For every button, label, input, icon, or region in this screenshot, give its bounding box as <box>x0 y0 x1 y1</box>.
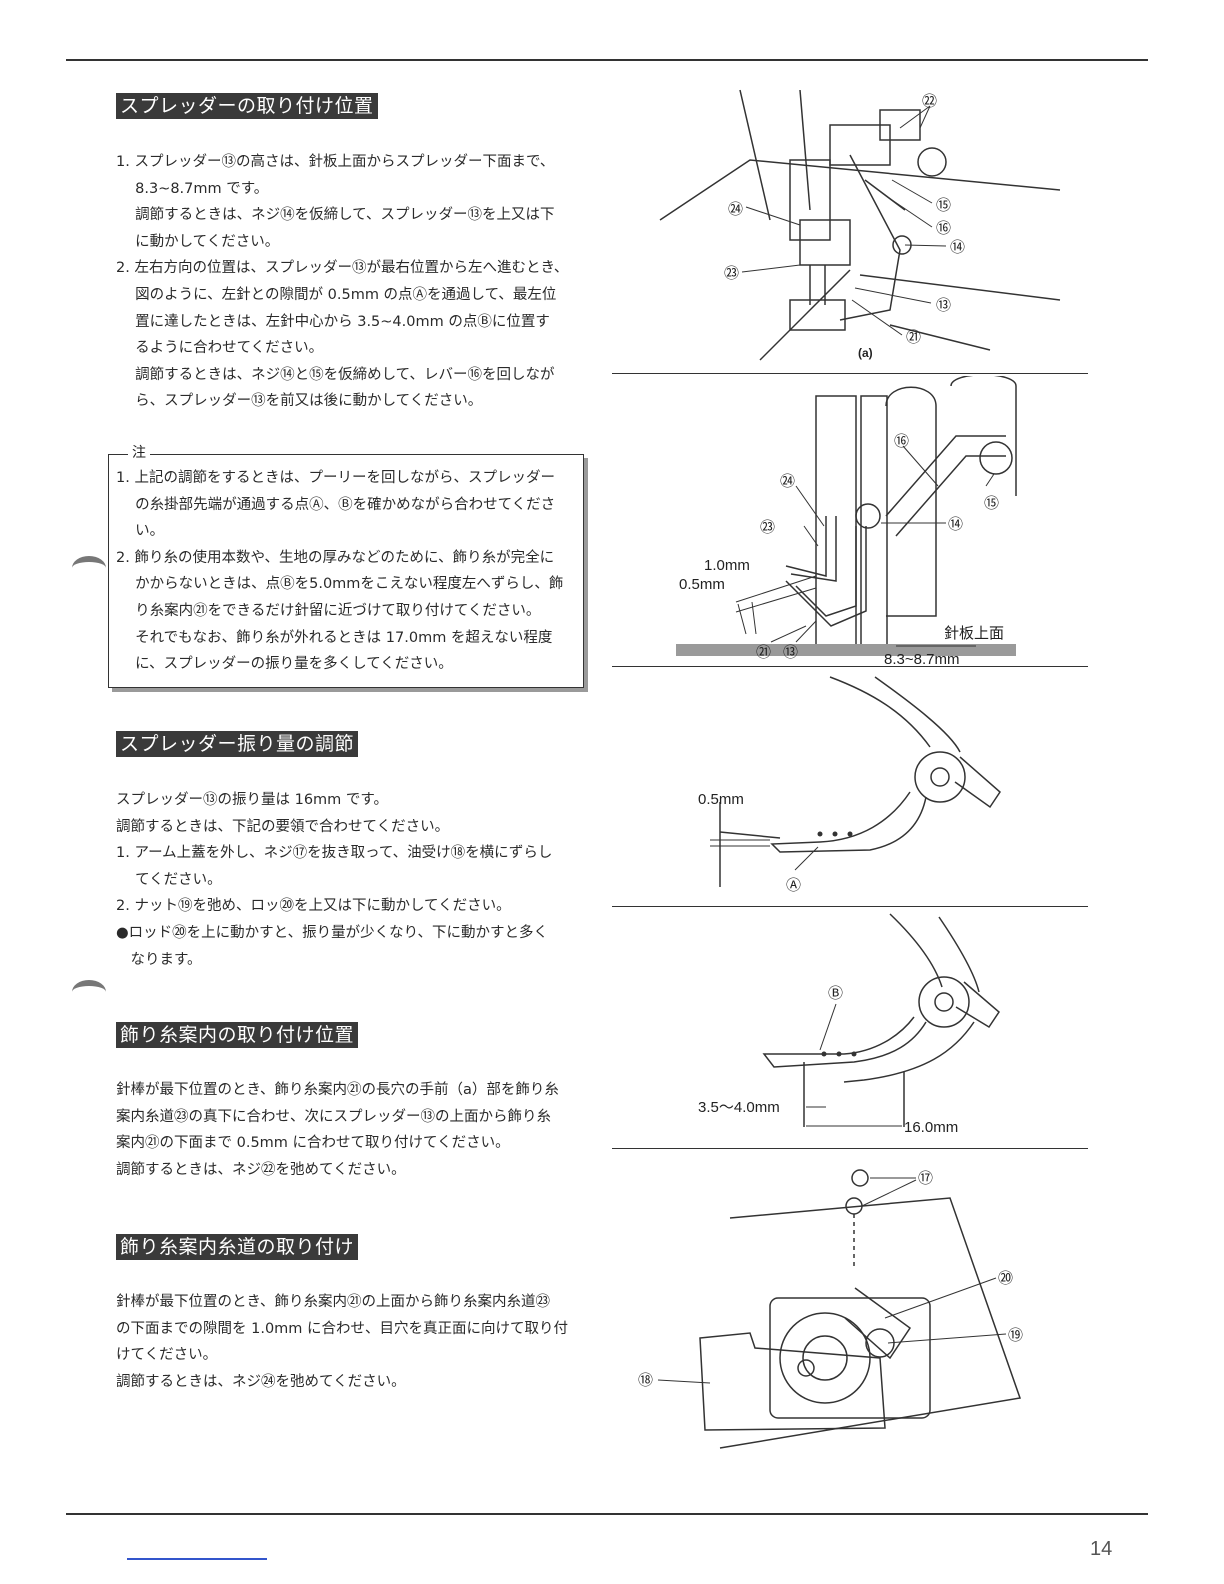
binding-hole-mark <box>72 556 106 580</box>
spreader-point-b-diagram: Ⓑ 3.5～4.0mm 16.0mm <box>698 913 1000 1136</box>
dim-3-5-4-0mm: 3.5～4.0mm <box>698 1099 780 1116</box>
callout-16: ⑯ <box>894 433 909 450</box>
text-line: 2. 左右方向の位置は、スプレッダー⑬が最右位置から左へ進むとき、 <box>116 260 569 277</box>
text-line: 1. スプレッダー⑬の高さは、針板上面からスプレッダー下面まで、 <box>116 154 555 170</box>
top-rule <box>66 59 1148 61</box>
figure-spreader-overview: ㉒ ㉔ ⑮ ⑯ ⑭ ㉓ ⑬ ㉑ (a) <box>640 70 1080 370</box>
bottom-rule <box>66 1513 1148 1515</box>
text-line: い。 <box>116 523 165 540</box>
callout-20: ⑳ <box>998 1270 1013 1287</box>
figure-stroke-adjustment: ⑰ ⑳ ⑲ ⑱ <box>630 1158 1050 1463</box>
callout-point-a: Ⓐ <box>786 877 801 894</box>
section-text-thread-guide-position: 針棒が最下位置のとき、飾り糸案内㉑の長穴の手前（a）部を飾り糸 案内糸道㉓の真下… <box>116 1077 586 1183</box>
section-heading-spreader-stroke: スプレッダー振り量の調節 <box>116 731 359 757</box>
figure-separator <box>612 1148 1088 1149</box>
section-heading-thread-guide-path: 飾り糸案内糸道の取り付け <box>116 1234 359 1260</box>
text-line: スプレッダー⑬の振り量は 16mm です。 <box>116 792 388 808</box>
section-text-spreader-stroke: スプレッダー⑬の振り量は 16mm です。 調節するときは、下記の要領で合わせて… <box>116 787 586 973</box>
stroke-adjustment-diagram: ⑰ ⑳ ⑲ ⑱ <box>638 1169 1023 1449</box>
callout-15: ⑮ <box>984 495 999 512</box>
text-line: るように合わせてください。 <box>116 340 324 357</box>
note-box <box>108 454 584 688</box>
section-text-thread-guide-path: 針棒が最下位置のとき、飾り糸案内㉑の上面から飾り糸案内糸道㉓ の下面までの隙間を… <box>116 1289 586 1395</box>
text-line: に動かしてください。 <box>116 233 280 250</box>
text-line: 調節するときは、ネジ㉔を弛めてください。 <box>116 1373 406 1390</box>
callout-16: ⑯ <box>936 220 951 237</box>
text-line: 8.3~8.7mm です。 <box>116 180 269 197</box>
callout-a: (a) <box>858 346 873 360</box>
text-line: の下面までの隙間を 1.0mm に合わせ、目穴を真正面に向けて取り付 <box>116 1320 569 1337</box>
text-line: 1. 上記の調節をするときは、プーリーを回しながら、スプレッダー <box>116 470 555 486</box>
text-line: ●ロッド⑳を上に動かすと、振り量が少くなり、下に動かすと多く <box>116 924 548 941</box>
dim-16-0mm: 16.0mm <box>904 1119 958 1136</box>
text-line: なります。 <box>116 951 202 968</box>
callout-21: ㉑ <box>756 644 771 661</box>
text-line: 針棒が最下位置のとき、飾り糸案内㉑の上面から飾り糸案内糸道㉓ <box>116 1294 550 1310</box>
page-number: 14 <box>1090 1538 1113 1560</box>
text-line: 2. ナット⑲を弛め、ロッ⑳を上又は下に動かしてください。 <box>116 898 511 915</box>
note-text: 1. 上記の調節をするときは、プーリーを回しながら、スプレッダー の糸掛部先端が… <box>116 465 576 678</box>
text-line: 置に達したときは、左針中心から 3.5~4.0mm の点Ⓑに位置す <box>116 313 550 330</box>
text-line: の糸掛部先端が通過する点Ⓐ、Ⓑを確かめながら合わせてくださ <box>116 496 556 513</box>
callout-14: ⑭ <box>948 516 963 533</box>
text-line: 調節するときは、ネジ㉒を弛めてください。 <box>116 1161 406 1178</box>
text-line: それでもなお、飾り糸が外れるときは 17.0mm を超えない程度 <box>116 629 553 646</box>
callout-23: ㉓ <box>760 519 775 536</box>
note-label: 注 <box>128 443 150 463</box>
text-line: り糸案内㉑をできるだけ針留に近づけて取り付けてください。 <box>116 602 541 619</box>
callout-13: ⑬ <box>783 644 798 661</box>
text-line: 図のように、左針との隙間が 0.5mm の点Ⓐを通過して、最左位 <box>116 286 557 303</box>
callout-22: ㉒ <box>922 93 937 110</box>
text-line: 調節するときは、ネジ⑭と⑮を仮締めして、レバー⑯を回しなが <box>116 366 555 383</box>
spreader-height-diagram: ⑯ ⑮ ㉔ ⑭ ㉓ 1.0mm 0.5mm 針板上面 ㉑ ⑬ 8.3~8.7mm <box>676 376 1017 666</box>
callout-23: ㉓ <box>724 265 739 282</box>
callout-24: ㉔ <box>728 201 743 218</box>
callout-17: ⑰ <box>918 1170 933 1187</box>
section-text-spreader-position: 1. スプレッダー⑬の高さは、針板上面からスプレッダー下面まで、 8.3~8.7… <box>116 149 586 415</box>
dim-0-5mm: 0.5mm <box>698 791 744 808</box>
text-line: かからないときは、点Ⓑを5.0mmをこえない程度左へずらし、飾 <box>116 576 564 593</box>
dim-0-5mm: 0.5mm <box>679 576 725 593</box>
spreader-overview-diagram <box>659 89 1061 361</box>
text-line: けてください。 <box>116 1347 218 1364</box>
figure-spreader-height: ⑯ ⑮ ㉔ ⑭ ㉓ 1.0mm 0.5mm 針板上面 ㉑ ⑬ 8.3~8.7mm <box>676 376 1086 666</box>
dim-1-0mm: 1.0mm <box>704 557 750 574</box>
text-line: 案内糸道㉓の真下に合わせ、次にスプレッダー⑬の上面から飾り糸 <box>116 1108 551 1125</box>
callout-14: ⑭ <box>950 239 965 256</box>
callout-24: ㉔ <box>780 473 795 490</box>
text-line: 案内㉑の下面まで 0.5mm に合わせて取り付けてください。 <box>116 1135 510 1152</box>
text-line: 調節するときは、下記の要領で合わせてください。 <box>116 818 450 835</box>
text-line: 調節するときは、ネジ⑭を仮締して、スプレッダー⑬を上又は下 <box>116 207 555 224</box>
callout-point-b: Ⓑ <box>828 985 843 1002</box>
figure-separator <box>612 666 1088 667</box>
blue-underline-mark <box>127 1558 267 1560</box>
callout-21: ㉑ <box>906 329 921 346</box>
binding-hole-mark <box>72 980 106 1004</box>
text-line: 2. 飾り糸の使用本数や、生地の厚みなどのために、飾り糸が完全に <box>116 549 555 566</box>
text-line: ら、スプレッダー⑬を前又は後に動かしてください。 <box>116 393 483 410</box>
figure-separator <box>612 906 1088 907</box>
figure-separator <box>612 373 1088 374</box>
text-line: 針棒が最下位置のとき、飾り糸案内㉑の長穴の手前（a）部を飾り糸 <box>116 1082 559 1098</box>
figure-spreader-point-b: Ⓑ 3.5～4.0mm 16.0mm <box>694 912 1054 1140</box>
callout-13: ⑬ <box>936 297 951 314</box>
section-heading-spreader-position: スプレッダーの取り付け位置 <box>116 93 378 119</box>
text-line: 1. アーム上蓋を外し、ネジ⑰を抜き取って、油受け⑱を横にずらし <box>116 845 553 862</box>
callout-15: ⑮ <box>936 197 951 214</box>
figure-spreader-point-a: 0.5mm Ⓐ <box>690 672 1050 900</box>
dim-8-3-8-7mm: 8.3~8.7mm <box>884 651 959 666</box>
text-line: てください。 <box>116 871 222 888</box>
spreader-point-a-diagram: 0.5mm Ⓐ <box>698 676 1001 894</box>
spreader-overview-callouts: ㉒ ㉔ ⑮ ⑯ ⑭ ㉓ ⑬ ㉑ (a) <box>724 93 965 360</box>
label-throat-plate-top: 針板上面 <box>944 624 1004 642</box>
section-heading-thread-guide-position: 飾り糸案内の取り付け位置 <box>116 1022 359 1048</box>
throat-plate-hatch <box>676 644 1016 656</box>
callout-19: ⑲ <box>1008 1327 1023 1344</box>
callout-18: ⑱ <box>638 1372 653 1389</box>
text-line: に、スプレッダーの振り量を多くしてください。 <box>116 656 453 673</box>
